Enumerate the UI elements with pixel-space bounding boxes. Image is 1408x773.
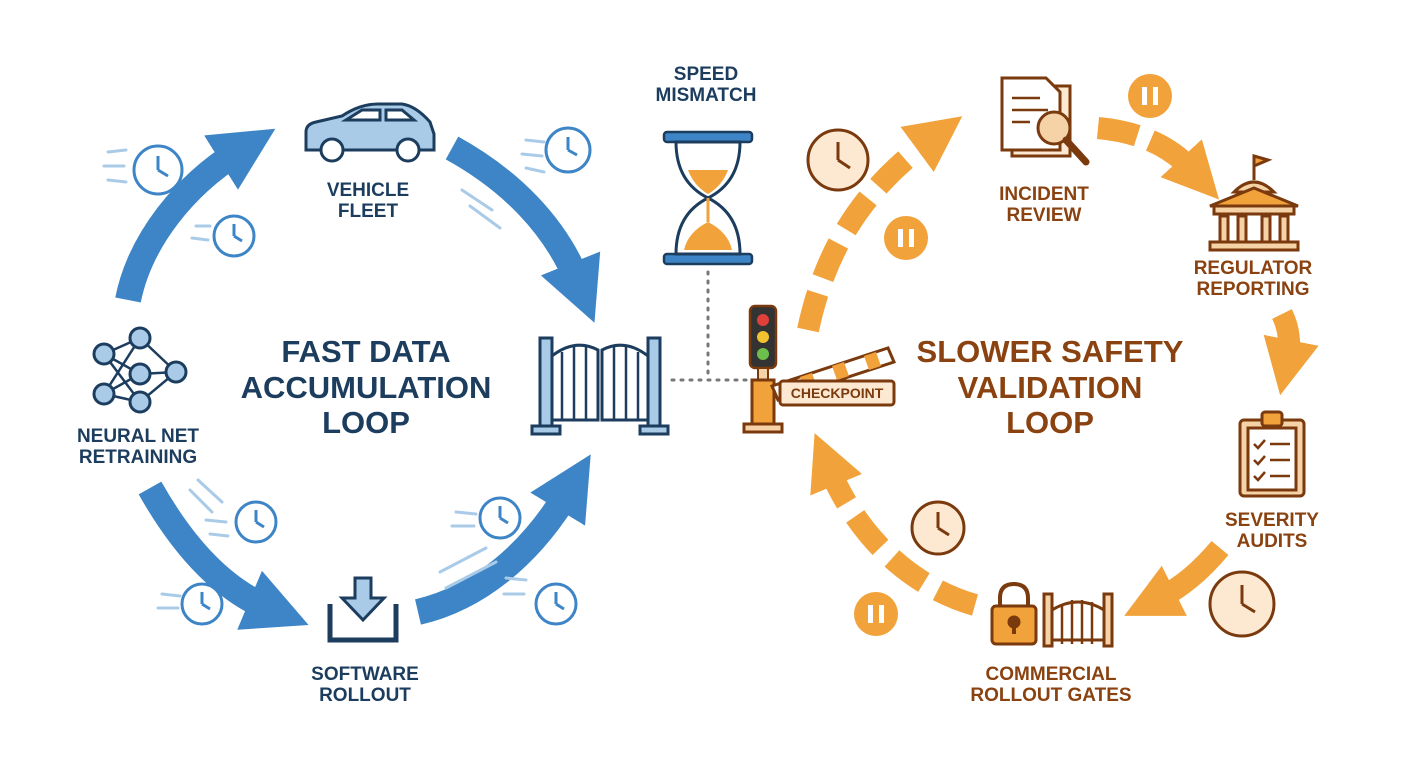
node-label-line: NEURAL NET [76, 426, 200, 447]
node-vehicle-fleet: VEHICLE FLEET [298, 180, 438, 223]
rollout-gate-icon [1042, 592, 1114, 648]
node-neural-net-retraining: NEURAL NET RETRAINING [58, 426, 218, 469]
pause-icon [884, 216, 928, 260]
pause-badges [854, 74, 1172, 636]
node-label-line: COMMERCIAL [985, 664, 1117, 685]
node-label-line: AUDITS [1236, 531, 1308, 553]
car-icon [304, 102, 436, 163]
pause-icon [854, 592, 898, 636]
node-label-line: REGULATOR [1193, 258, 1313, 279]
clock-icon [132, 144, 184, 196]
government-building-icon [1208, 154, 1300, 252]
dotted-connector [670, 270, 754, 382]
node-commercial-rollout-gates: COMMERCIAL ROLLOUT GATES [956, 664, 1146, 707]
clock-icon [910, 500, 966, 556]
clock-icon [806, 128, 870, 192]
clock-icon [212, 214, 256, 258]
arrow-commercial-to-checkpoint [810, 433, 979, 616]
node-severity-audits: SEVERITY AUDITS [1202, 510, 1342, 553]
clipboard-checklist-icon [1238, 410, 1306, 498]
node-label-line: ROLLOUT [319, 685, 411, 707]
title-line: SPEED [673, 64, 739, 85]
title-line: LOOP [1006, 405, 1094, 441]
arrow-audits-to-commercial [1124, 540, 1229, 616]
blue-clocks [132, 126, 592, 626]
arrow-neural-to-fleet [115, 128, 276, 303]
arrow-rollout-to-gate [414, 454, 591, 625]
title-line: SLOWER SAFETY [916, 334, 1184, 369]
node-label-line: RETRAINING [78, 447, 198, 469]
arrow-incident-to-regulator [1096, 117, 1220, 200]
download-icon [327, 576, 399, 643]
arrow-neural-to-rollout [138, 481, 309, 630]
node-label-line: ROLLOUT GATES [970, 685, 1132, 707]
slow-loop-title: SLOWER SAFETY VALIDATION LOOP [910, 334, 1190, 441]
title-line: ACCUMULATION [240, 369, 492, 405]
node-software-rollout: SOFTWARE ROLLOUT [290, 664, 440, 707]
checkpoint-label: CHECKPOINT [790, 385, 884, 401]
node-label-line: FLEET [337, 201, 399, 223]
clock-icon [234, 500, 278, 544]
clock-icon [478, 496, 522, 540]
gate-icon [530, 336, 670, 436]
clock-icon [534, 582, 578, 626]
title-line: VALIDATION [957, 369, 1143, 405]
title-line: LOOP [322, 405, 410, 441]
title-line: MISMATCH [655, 85, 757, 107]
clock-icon [1208, 570, 1276, 638]
speed-lines [102, 138, 546, 610]
arrow-regulator-to-audits [1263, 309, 1319, 396]
node-label-line: VEHICLE [326, 180, 410, 201]
checkpoint-barrier-icon [742, 346, 897, 434]
arrow-checkpoint-to-incident [797, 116, 963, 333]
node-incident-review: INCIDENT REVIEW [974, 184, 1114, 227]
node-regulator-reporting: REGULATOR REPORTING [1178, 258, 1328, 301]
arrow-fleet-to-gate [445, 136, 601, 323]
clock-icon [544, 126, 592, 174]
node-label-line: SOFTWARE [311, 664, 419, 685]
clock-icon [180, 582, 224, 626]
node-label-line: INCIDENT [999, 184, 1089, 205]
neural-network-icon [92, 326, 188, 414]
fast-loop-title: FAST DATA ACCUMULATION LOOP [226, 334, 506, 441]
node-label-line: SEVERITY [1225, 510, 1319, 531]
fast-loop-arrows [115, 128, 601, 630]
document-search-icon [1000, 76, 1090, 166]
padlock-icon [990, 581, 1038, 646]
hourglass-icon [662, 130, 754, 266]
title-line: FAST DATA [281, 334, 451, 369]
pause-icon [1128, 74, 1172, 118]
traffic-light-icon [748, 304, 778, 383]
orange-clocks [806, 128, 1276, 638]
node-label-line: REVIEW [1006, 205, 1082, 227]
speed-mismatch-title: SPEED MISMATCH [636, 64, 776, 107]
slow-loop-arrows [797, 116, 1319, 616]
node-label-line: REPORTING [1196, 279, 1310, 301]
